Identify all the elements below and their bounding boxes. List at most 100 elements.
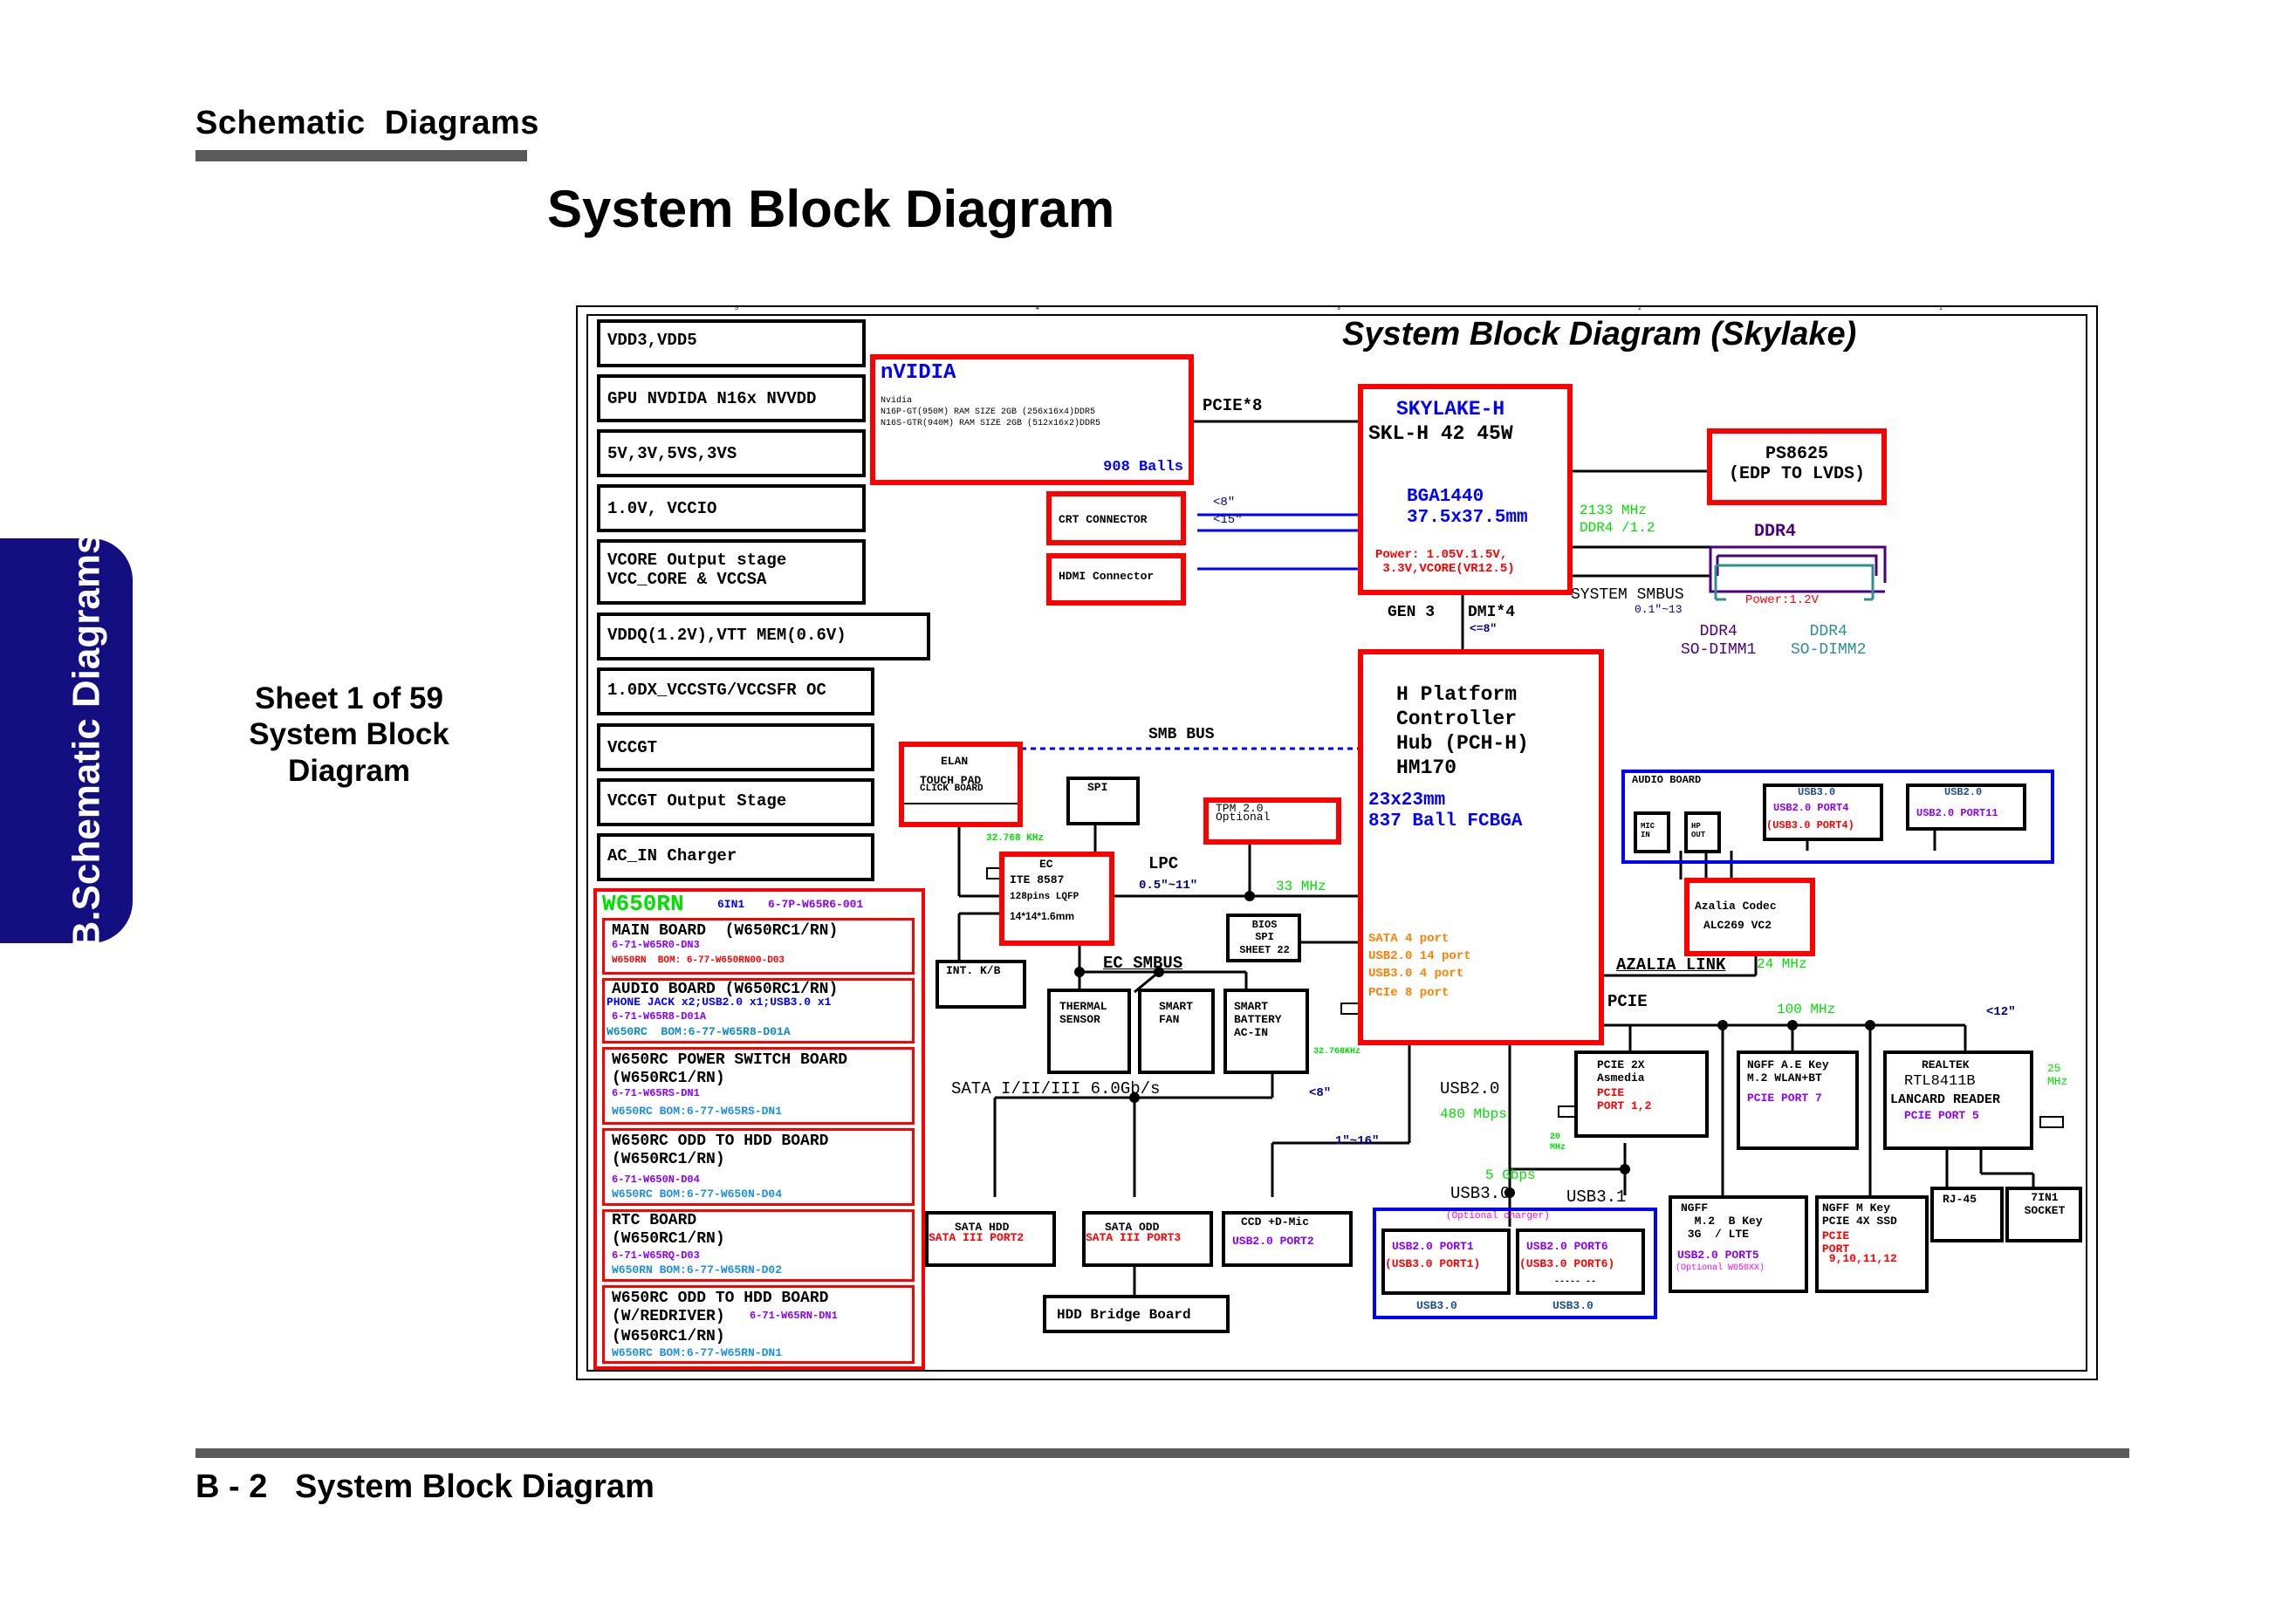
usb-port6-b: (USB3.0 PORT6) bbox=[1519, 1257, 1615, 1270]
hdmi-connector[interactable]: HDMI Connector bbox=[1046, 553, 1186, 606]
board-power-switch[interactable]: W650RC POWER SWITCH BOARD (W650RC1/RN) 6… bbox=[602, 1047, 915, 1125]
thermal-sensor-block[interactable]: THERMAL SENSOR bbox=[1047, 989, 1131, 1074]
int-kb-block[interactable]: INT. K/B bbox=[936, 960, 1026, 1009]
side-tab[interactable]: B.Schematic Diagrams bbox=[0, 533, 133, 948]
smart-fan-block[interactable]: SMART FAN bbox=[1138, 989, 1215, 1074]
lan-function: LANCARD READER bbox=[1890, 1092, 2001, 1107]
rail-vccstg[interactable]: 1.0DX_VCCSTG/VCCSFR OC bbox=[597, 667, 874, 715]
rail-gpu-nvvdd[interactable]: GPU NVDIDA N16x NVVDD bbox=[597, 374, 866, 422]
rj45-block[interactable]: RJ-45 bbox=[1930, 1187, 2004, 1242]
rail-label: VDD3,VDD5 bbox=[607, 331, 697, 350]
battery-label: SMART BATTERY AC-IN bbox=[1234, 1000, 1282, 1039]
board-audio[interactable]: AUDIO BOARD (W650RC1/RN) PHONE JACK x2;U… bbox=[602, 978, 915, 1044]
board-title: MAIN BOARD (W650RC1/RN) bbox=[612, 922, 839, 940]
usb3-label: USB3.0 bbox=[1450, 1184, 1511, 1203]
board-title-2: (W650RC1/RN) bbox=[612, 1328, 725, 1345]
audio-board-group: AUDIO BOARD MIC IN HP OUT USB3.0 USB2.0 … bbox=[1621, 770, 2054, 864]
wlan-label: NGFF A.E Key M.2 WLAN+BT bbox=[1747, 1058, 1829, 1085]
sata-odd-block[interactable]: SATA ODD SATA III PORT3 bbox=[1082, 1211, 1213, 1267]
footer-label: B - 2 System Block Diagram bbox=[195, 1468, 655, 1505]
lan-port: PCIE PORT 5 bbox=[1904, 1109, 1979, 1122]
sata-odd-label: SATA ODD bbox=[1105, 1221, 1160, 1234]
footer-rule bbox=[195, 1448, 2129, 1458]
codec-label-1: Azalia Codec bbox=[1695, 900, 1777, 913]
cpu-block[interactable]: SKYLAKE-H SKL-H 42 45W BGA1440 37.5x37.5… bbox=[1358, 384, 1573, 595]
rail-vccio[interactable]: 1.0V, VCCIO bbox=[597, 484, 866, 532]
board-main[interactable]: MAIN BOARD (W650RC1/RN) 6-71-W65R0-DN3 W… bbox=[602, 918, 915, 975]
board-rtc[interactable]: RTC BOARD (W650RC1/RN) 6-71-W65RQ-D03 W6… bbox=[602, 1209, 915, 1282]
ssd-block[interactable]: NGFF M Key PCIE 4X SSD PCIE PORT 9,10,11… bbox=[1815, 1195, 1929, 1293]
wwan-block[interactable]: NGFF M.2 B Key 3G / LTE USB2.0 PORT5 (Op… bbox=[1669, 1195, 1808, 1293]
rail-ac-in[interactable]: AC_IN Charger bbox=[597, 833, 874, 881]
thermal-label: THERMAL SENSOR bbox=[1059, 1000, 1107, 1026]
gpu-block[interactable]: nVIDIA Nvidia N16P-GT(950M) RAM SIZE 2GB… bbox=[870, 354, 1194, 485]
gpu-balls: 908 Balls bbox=[1103, 459, 1183, 476]
mic-in-jack[interactable]: MIC IN bbox=[1634, 811, 1670, 853]
usb-optional-charger: (Optional charger) bbox=[1446, 1211, 1550, 1222]
smart-battery-block[interactable]: SMART BATTERY AC-IN bbox=[1223, 989, 1309, 1074]
asmedia-port: PCIE PORT 1,2 bbox=[1597, 1086, 1652, 1112]
so-dimm-1[interactable]: DDR4 SO-DIMM1 bbox=[1681, 623, 1757, 659]
rail-label: VCCGT bbox=[607, 738, 658, 757]
hp-out-jack[interactable]: HP OUT bbox=[1684, 811, 1721, 853]
board-odd-to-hdd[interactable]: W650RC ODD TO HDD BOARD (W650RC1/RN) 6-7… bbox=[602, 1128, 915, 1206]
usb-port6-block[interactable]: USB2.0 PORT6 (USB3.0 PORT6) ----- -- bbox=[1516, 1228, 1645, 1295]
board-title: W650RC ODD TO HDD BOARD (W650RC1/RN) bbox=[612, 1133, 829, 1168]
dmi-gen: GEN 3 bbox=[1388, 604, 1436, 621]
int-kb-label: INT. K/B bbox=[946, 964, 1001, 977]
sata-hdd-block[interactable]: SATA HDD SATA III PORT2 bbox=[925, 1211, 1056, 1267]
board-pn: 6-71-W65RQ-D03 bbox=[612, 1249, 700, 1262]
usb-port1-block[interactable]: USB2.0 PORT1 (USB3.0 PORT1) bbox=[1381, 1228, 1511, 1295]
touchpad-label-2: TOUCH PAD bbox=[920, 774, 982, 787]
rail-vddq[interactable]: VDDQ(1.2V),VTT MEM(0.6V) bbox=[597, 613, 930, 660]
ec-title: EC bbox=[1039, 858, 1053, 871]
pch-name: H Platform Controller Hub (PCH-H) HM170 bbox=[1396, 683, 1529, 780]
tpm-block[interactable]: TPM 2.0 Optional bbox=[1203, 797, 1341, 845]
rail-label: 5V,3V,5VS,3VS bbox=[607, 444, 737, 463]
pch-package: 837 Ball FCBGA bbox=[1368, 811, 1523, 832]
so-dimm-2[interactable]: DDR4 SO-DIMM2 bbox=[1791, 623, 1867, 659]
hdd-bridge-board[interactable]: HDD Bridge Board bbox=[1043, 1295, 1230, 1333]
rail-5v-3v[interactable]: 5V,3V,5VS,3VS bbox=[597, 429, 866, 477]
pch-xtal: 32.768KHz bbox=[1313, 1047, 1361, 1057]
touchpad-connector-icon bbox=[904, 803, 1018, 824]
touchpad-label-1: ELAN bbox=[941, 755, 969, 768]
lan-reader-block[interactable]: REALTEK RTL8411B LANCARD READER PCIE POR… bbox=[1883, 1051, 2033, 1150]
frame-tick-row: 5 4 3 2 1 bbox=[586, 305, 2087, 314]
crt-len-2: <15" bbox=[1213, 513, 1243, 527]
audio-usb2-title: USB2.0 bbox=[1944, 786, 1983, 798]
ps8625-block[interactable]: PS8625 (EDP TO LVDS) bbox=[1707, 428, 1887, 505]
rail-vdd3-vdd5[interactable]: VDD3,VDD5 bbox=[597, 319, 866, 367]
rail-label: 1.0DX_VCCSTG/VCCSFR OC bbox=[607, 681, 826, 700]
rail-vccgt[interactable]: VCCGT bbox=[597, 723, 874, 771]
pch-block[interactable]: H Platform Controller Hub (PCH-H) HM170 … bbox=[1358, 649, 1604, 1045]
board-odd-to-hdd-redriver[interactable]: W650RC ODD TO HDD BOARD (W/REDRIVER) 6-7… bbox=[602, 1285, 915, 1364]
touchpad-block[interactable]: ELAN TOUCH PAD CLICK BOARD bbox=[899, 742, 1023, 827]
rail-label: VCORE Output stage VCC_CORE & VCCSA bbox=[607, 551, 787, 589]
bios-block[interactable]: BIOS SPI SHEET 22 bbox=[1226, 914, 1301, 962]
audio-board-title: AUDIO BOARD bbox=[1632, 774, 1702, 786]
azalia-codec[interactable]: Azalia Codec ALC269 VC2 bbox=[1684, 878, 1815, 956]
board-bom: W650RN BOM: 6-77-W650RN00-D03 bbox=[612, 955, 785, 966]
ec-smbus-label: EC SMBUS bbox=[1103, 954, 1183, 973]
wlan-block[interactable]: NGFF A.E Key M.2 WLAN+BT PCIE PORT 7 bbox=[1737, 1051, 1859, 1150]
tick-1: 1 bbox=[1939, 305, 1943, 311]
card-reader-socket[interactable]: 7IN1 SOCKET bbox=[2005, 1187, 2082, 1242]
usb2-speed: 480 Mbps bbox=[1440, 1106, 1507, 1122]
audio-usb3-port[interactable]: USB3.0 USB2.0 PORT4 (USB3.0 PORT4) bbox=[1763, 784, 1883, 841]
section-heading: Schematic Diagrams bbox=[195, 105, 539, 141]
asmedia-block[interactable]: PCIE 2X Asmedia PCIE PORT 1,2 bbox=[1574, 1051, 1709, 1138]
ec-block[interactable]: EC ITE 8587 128pins LQFP 14*14*1.6mm bbox=[999, 852, 1114, 946]
rail-vcore[interactable]: VCORE Output stage VCC_CORE & VCCSA bbox=[597, 539, 866, 605]
audio-usb2-port[interactable]: USB2.0 USB2.0 PORT11 bbox=[1906, 784, 2026, 831]
ccd-block[interactable]: CCD +D-Mic USB2.0 PORT2 bbox=[1222, 1211, 1353, 1267]
usb2-label: USB2.0 bbox=[1440, 1079, 1500, 1098]
spi-block[interactable]: SPI bbox=[1066, 777, 1140, 825]
rail-vccgt-output[interactable]: VCCGT Output Stage bbox=[597, 778, 874, 826]
pcie-len: <12" bbox=[1986, 1005, 2016, 1019]
crt-connector[interactable]: CRT CONNECTOR bbox=[1046, 491, 1186, 545]
wwan-port: USB2.0 PORT5 bbox=[1677, 1249, 1759, 1262]
ssd-port: PCIE PORT bbox=[1822, 1229, 1850, 1256]
crt-label: CRT CONNECTOR bbox=[1059, 513, 1148, 526]
tick-2: 2 bbox=[1638, 305, 1641, 311]
